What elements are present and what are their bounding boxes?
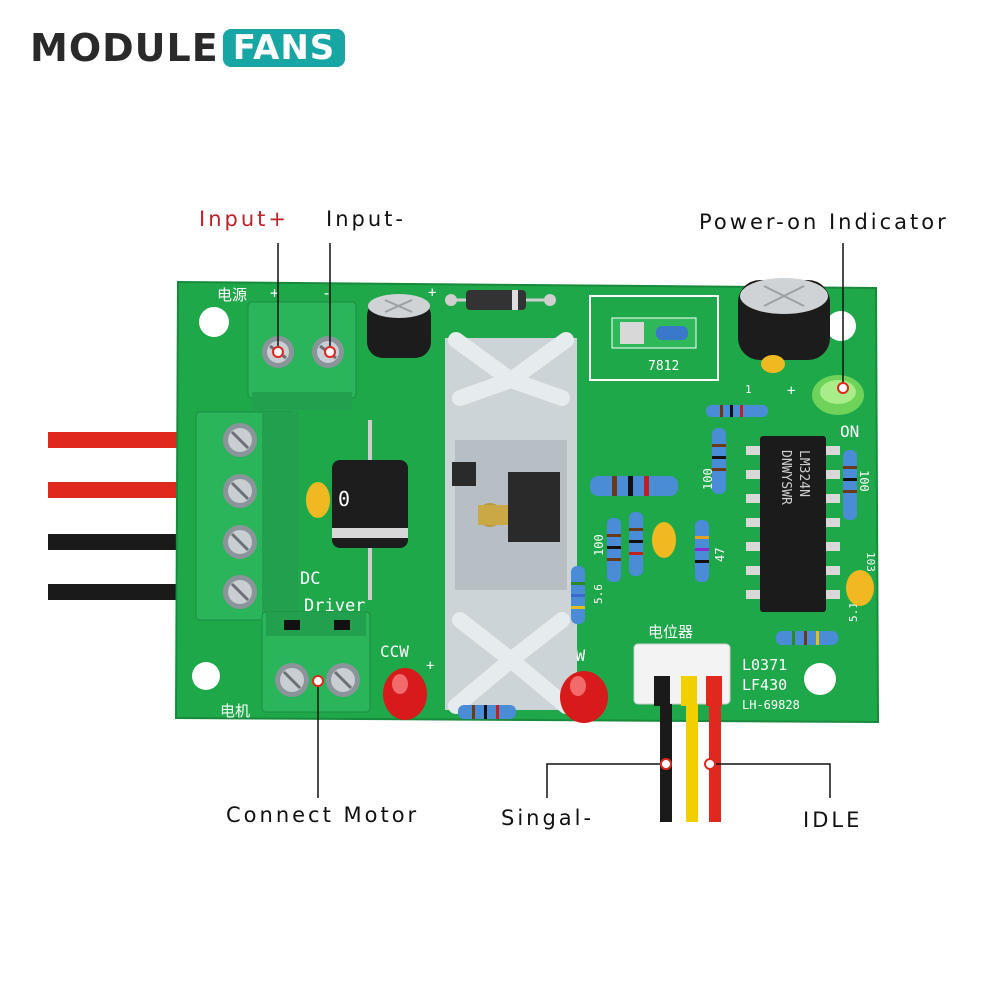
mount-hole	[192, 662, 220, 690]
marker-signal	[660, 758, 672, 770]
brand-module-text: MODULE	[30, 26, 219, 70]
silk-r56: 5.6	[592, 584, 605, 604]
ic-lm324n: DNWYSWR LM324N	[746, 436, 840, 612]
regulator-7812: 7812	[589, 295, 719, 381]
capacitor-large	[738, 278, 830, 360]
silk-plus: +	[270, 284, 279, 302]
silk-plus-led: +	[426, 658, 434, 674]
capacitor-small	[367, 294, 431, 358]
ceramic-caps	[306, 355, 874, 606]
marker-power-on	[837, 382, 849, 394]
silk-plus-cap2: +	[428, 285, 436, 301]
label-power-on-indicator: Power-on Indicator	[699, 210, 949, 234]
silk-diode-mark: 0	[338, 487, 350, 511]
label-input-plus: Input+	[199, 207, 289, 231]
heatsink	[445, 332, 577, 714]
mount-hole	[826, 311, 856, 341]
label-signal-minus: Singal-	[501, 806, 595, 830]
mount-hole	[199, 307, 229, 337]
wire-red-2	[48, 482, 208, 498]
resistors	[458, 405, 857, 719]
callout-lines	[277, 243, 844, 798]
silk-motor-cn: 电机	[220, 702, 250, 720]
silk-power-cn: 电源	[217, 286, 247, 304]
silk-pin1: 1	[745, 383, 752, 396]
wire-red-1	[48, 432, 208, 448]
chip-text-1: DNWYSWR	[778, 450, 793, 505]
marker-input-minus	[324, 346, 336, 358]
motor-terminal-block	[261, 611, 371, 713]
mount-hole	[804, 663, 836, 695]
silk-pot-cn: 电位器	[648, 623, 693, 641]
silk-plus-cap: +	[787, 383, 795, 399]
label-idle: IDLE	[803, 808, 863, 832]
silk-r100b: 100	[592, 534, 606, 556]
marker-idle	[704, 758, 716, 770]
silk-dc: DC	[300, 569, 320, 589]
input-terminal-block	[247, 301, 357, 410]
power-wires	[48, 432, 208, 600]
led-cw	[560, 671, 608, 723]
wire-black-1	[48, 534, 208, 550]
top-diode	[445, 290, 556, 310]
callout-markers	[272, 346, 849, 770]
silk-r100a: 100	[701, 468, 715, 490]
silk-r51: 5.1	[847, 602, 860, 622]
silk-minus: -	[322, 284, 331, 302]
chip-text-2: LM324N	[796, 450, 811, 497]
brand-logo: MODULE FANS	[30, 26, 346, 70]
marker-input-plus	[272, 346, 284, 358]
silk-on: ON	[840, 422, 859, 441]
silk-code1: L0371	[742, 656, 787, 674]
marker-motor	[312, 675, 324, 687]
silk-code2: LF430	[742, 676, 787, 694]
wire-black-2	[48, 584, 208, 600]
silk-r47: 47	[713, 548, 727, 562]
silk-ccw: CCW	[380, 642, 409, 661]
power-led	[812, 375, 864, 415]
power-terminal-block	[195, 411, 298, 621]
silk-7812: 7812	[648, 359, 679, 374]
brand-fans-badge: FANS	[222, 29, 346, 67]
silk-r100c: 100	[857, 470, 871, 492]
label-connect-motor: Connect Motor	[226, 803, 420, 827]
silk-c103: 103	[864, 552, 877, 572]
label-input-minus: Input-	[326, 207, 406, 231]
silk-code3: LH-69828	[742, 698, 800, 712]
silk-driver: Driver	[304, 596, 365, 616]
pot-connector	[633, 643, 731, 822]
power-diode: 0	[332, 420, 408, 600]
led-ccw	[383, 668, 427, 720]
